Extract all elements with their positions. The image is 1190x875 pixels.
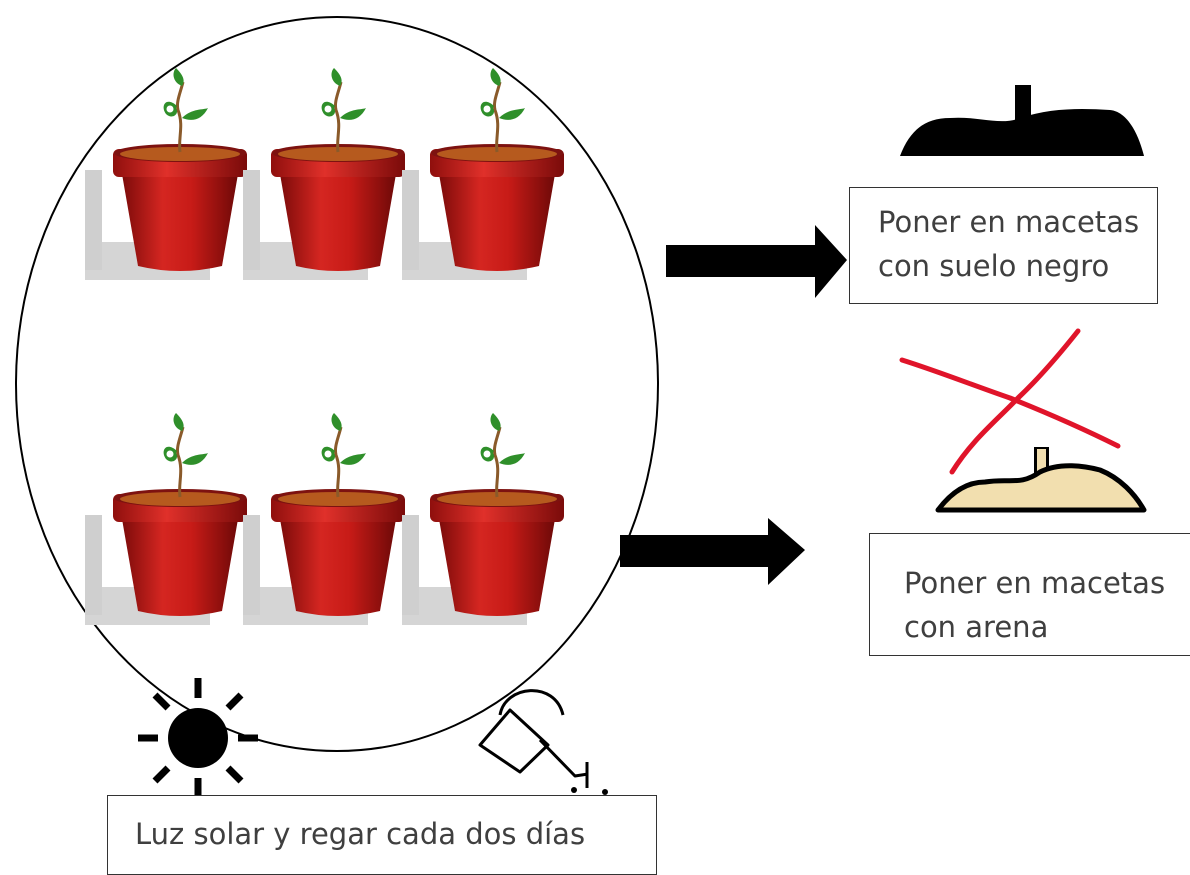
potted-seedling-icon <box>83 66 249 282</box>
label-black-soil: Poner en macetas con suelo negro <box>849 187 1158 304</box>
sun-icon <box>138 678 258 798</box>
potted-seedling-icon <box>400 411 566 627</box>
label-sand-line-1: Poner en macetas <box>904 566 1166 600</box>
label-conditions: Luz solar y regar cada dos días <box>107 795 657 875</box>
black-soil-mound-icon <box>900 85 1144 156</box>
label-sand-line-2: con arena <box>904 610 1049 644</box>
potted-seedling-icon <box>241 66 407 282</box>
potted-seedling-icon <box>241 411 407 627</box>
right-arrow-icon <box>620 518 805 585</box>
label-conditions-text: Luz solar y regar cada dos días <box>135 817 586 851</box>
pot-row-bottom <box>83 411 566 627</box>
sand-mound-icon <box>935 447 1147 513</box>
watering-can-icon <box>478 689 608 808</box>
red-x-icon <box>899 328 1121 475</box>
label-black-soil-line-2: con suelo negro <box>878 249 1110 283</box>
label-black-soil-line-1: Poner en macetas <box>878 205 1140 239</box>
right-arrow-icon <box>666 225 847 298</box>
label-sand: Poner en macetas con arena <box>869 533 1190 656</box>
grouping-ellipse <box>15 16 659 752</box>
potted-seedling-icon <box>83 411 249 627</box>
pot-row-top <box>83 66 566 282</box>
